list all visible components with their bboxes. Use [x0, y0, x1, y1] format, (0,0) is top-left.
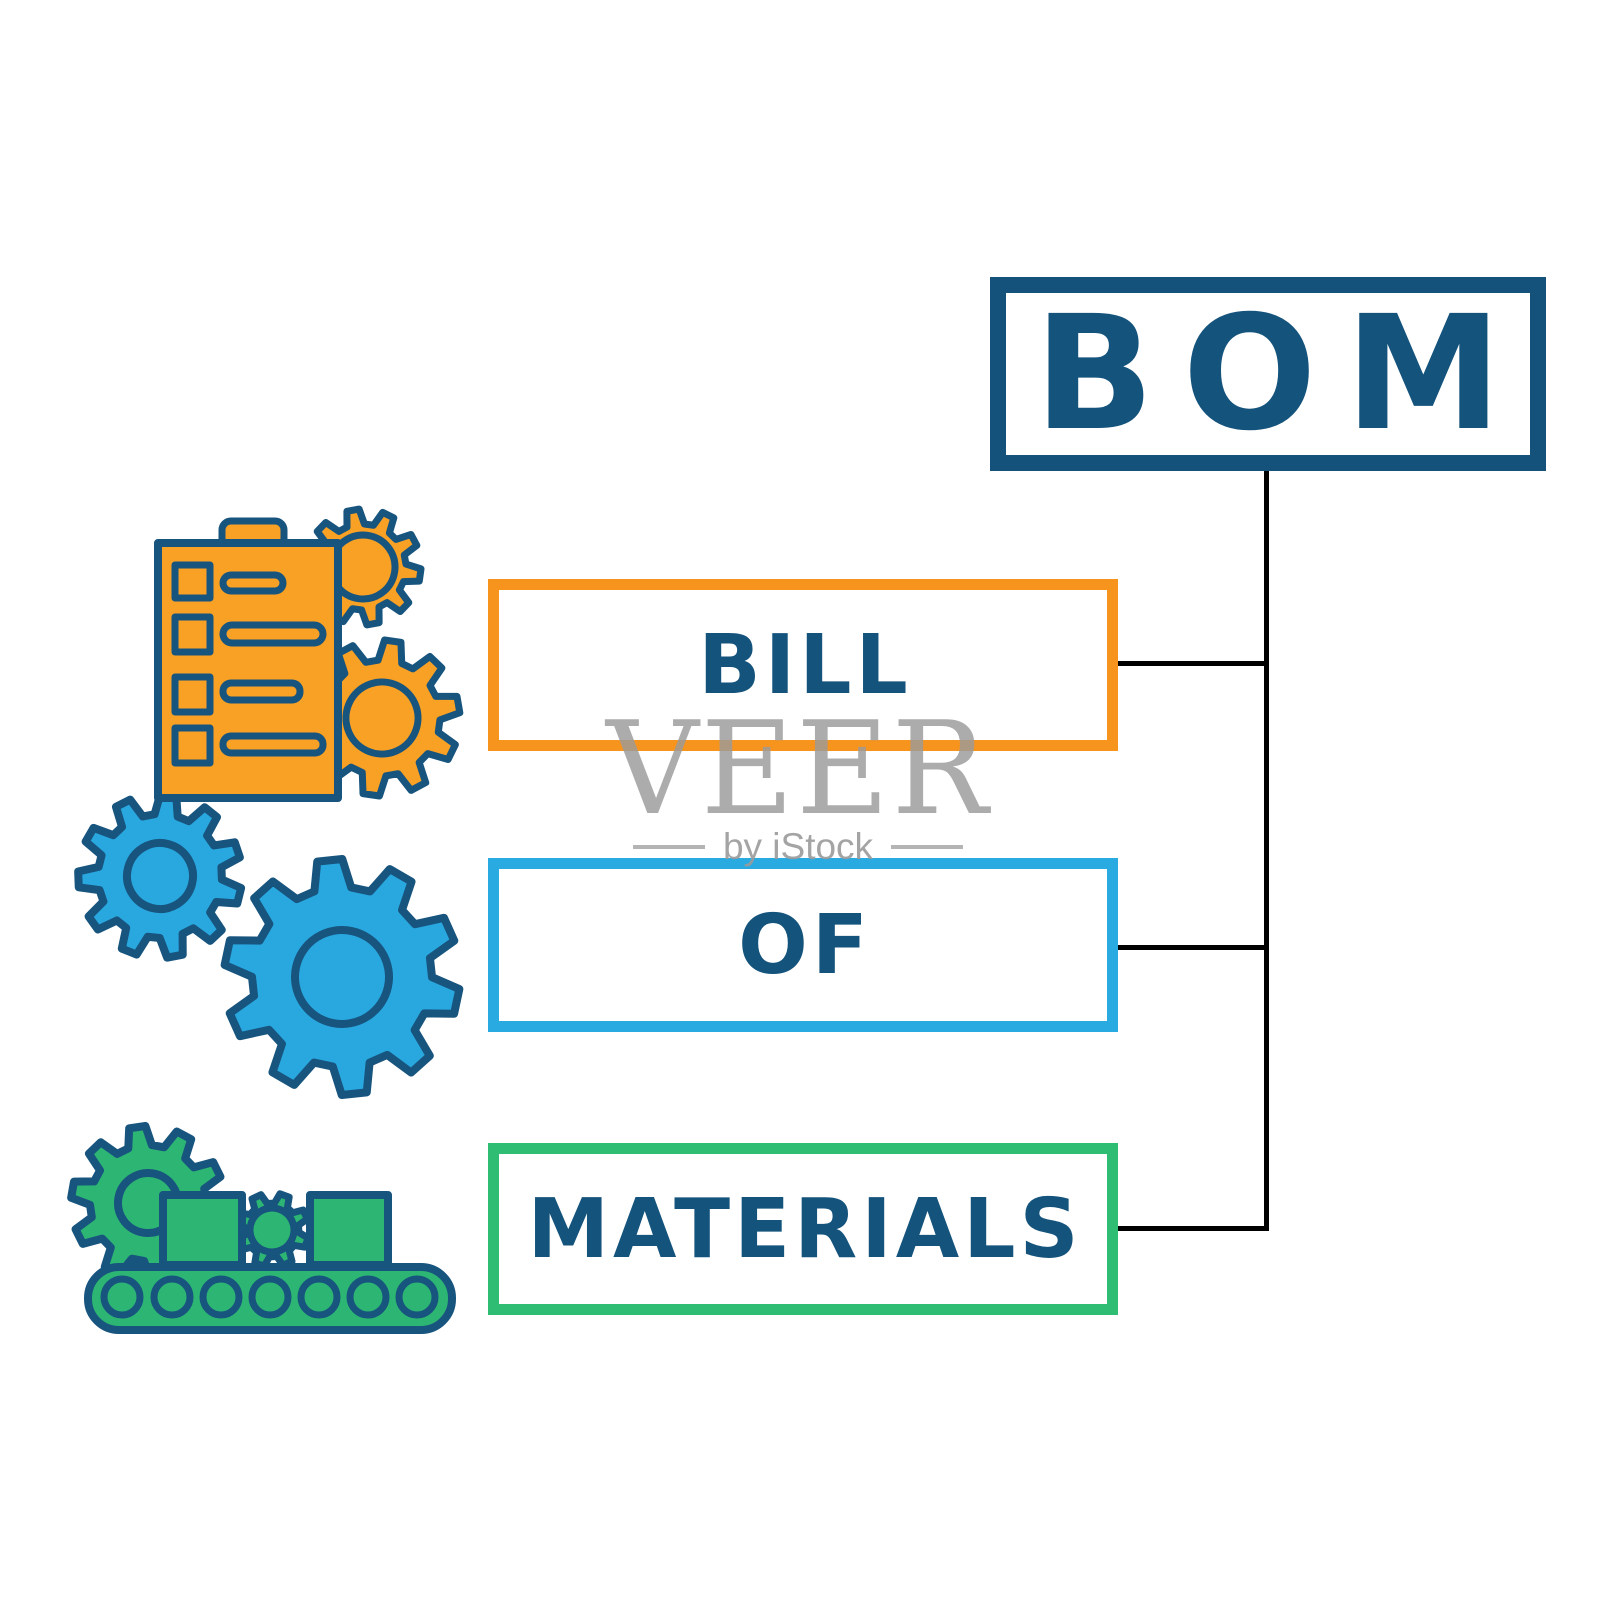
roller	[150, 1275, 194, 1319]
list-line	[219, 571, 287, 595]
list-line	[219, 679, 304, 704]
term-box-bill: BILL	[488, 579, 1118, 751]
checkbox	[171, 561, 214, 602]
term-label-bill: BILL	[698, 617, 912, 713]
roller	[199, 1275, 243, 1319]
connector-of-line	[1118, 945, 1266, 950]
term-label-of: OF	[738, 897, 872, 993]
roller	[346, 1275, 390, 1319]
roller	[100, 1275, 144, 1319]
gears-icon	[74, 789, 464, 1100]
term-label-materials: MATERIALS	[527, 1181, 1083, 1277]
acronym-box-bom: BOM	[990, 277, 1546, 471]
connector-bill-line	[1118, 661, 1266, 666]
acronym-label: BOM	[1034, 282, 1530, 466]
watermark-dash-left	[632, 845, 705, 849]
checkbox	[171, 613, 214, 656]
checklist-with-gears-icon	[154, 505, 464, 802]
connector-vertical-line	[1264, 470, 1269, 1231]
roller	[297, 1275, 341, 1319]
conveyor-box	[159, 1191, 246, 1269]
roller	[395, 1275, 439, 1319]
list-line	[219, 621, 327, 647]
term-box-materials: MATERIALS	[488, 1143, 1118, 1315]
list-line	[219, 732, 327, 757]
connector-materials-line	[1118, 1226, 1268, 1231]
checkbox	[171, 673, 214, 716]
roller	[248, 1275, 292, 1319]
checkbox	[171, 724, 214, 767]
conveyor-belt-icon	[67, 1121, 456, 1334]
conveyor-box	[306, 1191, 392, 1269]
term-box-of: OF	[488, 858, 1118, 1032]
watermark-dash-right	[891, 845, 964, 849]
